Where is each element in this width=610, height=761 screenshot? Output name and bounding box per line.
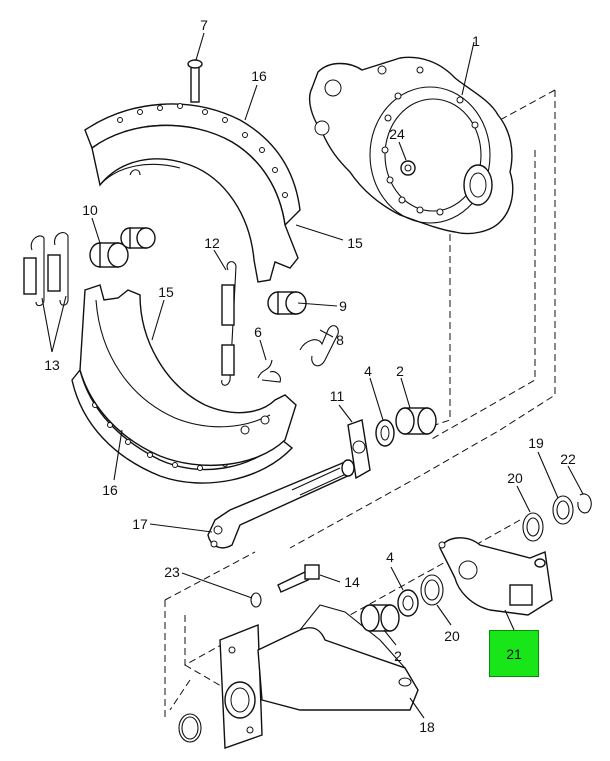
- callout-2: 2: [396, 363, 404, 379]
- callout-18: 18: [419, 719, 435, 735]
- retainer-clips: [257, 325, 339, 383]
- callout-1: 1: [472, 33, 480, 49]
- callout-4: 4: [364, 363, 372, 379]
- callout-6: 6: [254, 324, 262, 340]
- callout-24: 24: [389, 126, 405, 142]
- roller-and-bushing: [89, 227, 156, 268]
- callout-7: 7: [200, 17, 208, 33]
- callout-16: 16: [251, 68, 267, 84]
- mounting-bolt: [277, 564, 320, 593]
- leader-lines: [41, 32, 584, 719]
- camshaft: [207, 459, 355, 549]
- cam-shaft-seal-plate: [347, 419, 371, 480]
- callout-20: 20: [444, 628, 460, 644]
- callout-13: 13: [44, 357, 60, 373]
- callout-11: 11: [329, 388, 345, 404]
- brake-shoe-lower: [79, 284, 297, 466]
- lock-washer: [250, 592, 262, 608]
- callout-20: 20: [507, 470, 523, 486]
- highlighted-part-21[interactable]: 21: [489, 630, 539, 677]
- callout-2: 2: [394, 648, 402, 664]
- callout-9: 9: [339, 298, 347, 314]
- seal-ring: [178, 713, 202, 743]
- callout-15: 15: [158, 284, 174, 300]
- callout-19: 19: [528, 435, 544, 451]
- brake-shoe-upper: [91, 124, 299, 283]
- spider-plate: [308, 56, 514, 235]
- callout-4: 4: [386, 549, 394, 565]
- callout-10: 10: [82, 202, 98, 218]
- highlighted-part-label: 21: [506, 645, 522, 662]
- callout-8: 8: [336, 332, 344, 348]
- callout-23: 23: [164, 564, 180, 580]
- washers-upper: [522, 493, 592, 542]
- callout-22: 22: [560, 451, 576, 467]
- anchor-pin: [187, 59, 203, 103]
- chamber-bracket: [219, 604, 419, 749]
- bushing-upper: [375, 407, 437, 447]
- callout-12: 12: [204, 235, 220, 251]
- callout-17: 17: [132, 516, 148, 532]
- slack-adjuster: [438, 537, 553, 616]
- callout-16: 16: [102, 482, 118, 498]
- return-springs: [23, 232, 69, 307]
- bushing-lower: [360, 574, 444, 632]
- shoe-spring: [221, 261, 237, 386]
- callout-14: 14: [344, 574, 360, 590]
- callout-15: 15: [347, 235, 363, 251]
- cam-roller: [267, 291, 307, 315]
